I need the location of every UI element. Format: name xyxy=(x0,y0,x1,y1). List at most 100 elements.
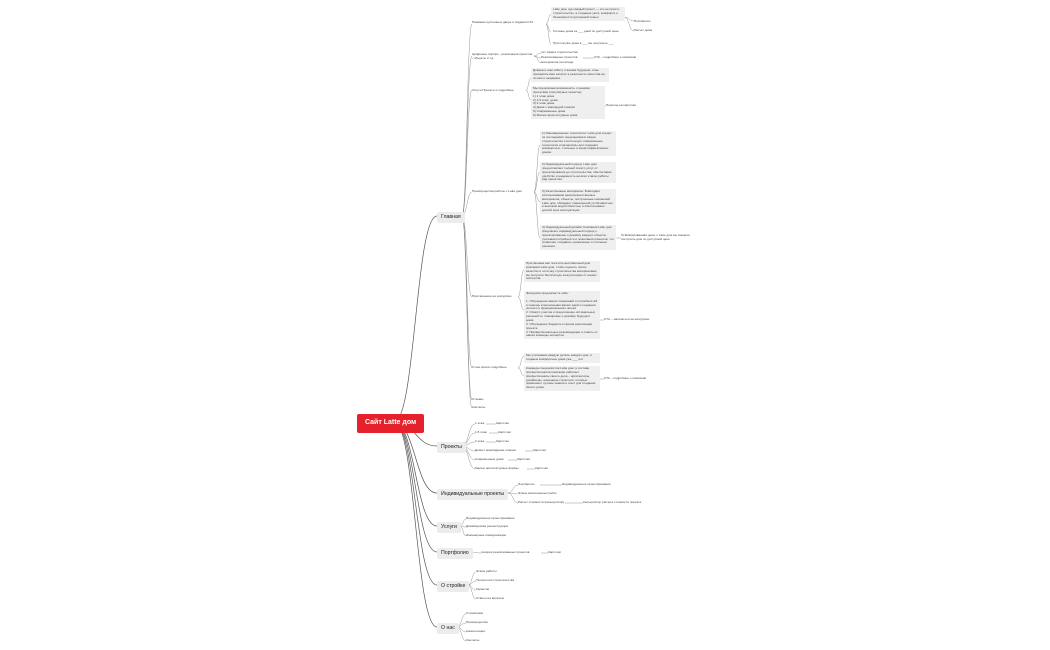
individual-sub[interactable]: Калькулятор расчета стоимости проекта xyxy=(583,500,642,504)
node-adv-2: 2) Индивидуальный подход: Latte дом пред… xyxy=(540,162,616,184)
portfolio-card[interactable]: Карточки xyxy=(548,550,561,554)
node-contacts-main[interactable]: Контакты xyxy=(472,405,486,409)
project-item[interactable]: Современные дома xyxy=(475,457,504,461)
project-item[interactable]: Дома с мансардным этажом xyxy=(475,448,516,452)
node-hero-cta: При покупке дома в ___ вы получаете ___ xyxy=(553,41,614,45)
connector-line xyxy=(507,492,519,495)
node-hero[interactable]: Название купленных дверь и подарки СТА xyxy=(472,20,534,24)
connector-line xyxy=(461,215,473,298)
project-item[interactable]: Малые архитектурные формы xyxy=(475,466,519,470)
project-card[interactable]: Карточки xyxy=(535,466,548,470)
node-digits-1: лет сфера строительства xyxy=(541,50,578,54)
node-invite[interactable]: Приглашение на экскурсию xyxy=(472,294,512,298)
individual-sub[interactable]: Индивидуальное проектирование xyxy=(562,482,611,486)
connector-line xyxy=(533,55,542,64)
branch-connector xyxy=(393,421,438,553)
branch-about-us[interactable]: О нас xyxy=(437,623,459,634)
connector-line xyxy=(507,492,519,504)
branch-projects[interactable]: Проекты xyxy=(437,442,466,453)
connector-line xyxy=(533,144,541,193)
node-services-text2: Мы предлагаем возможность с нашими проек… xyxy=(531,86,605,119)
project-item[interactable]: 1 этаж xyxy=(475,421,485,425)
branch-connector xyxy=(393,421,438,527)
node-services-main[interactable]: Услуги Проекты и подробнее xyxy=(472,88,514,92)
connector-line xyxy=(517,296,525,311)
node-adv-3: 3) Качественные материалы: Благодаря исп… xyxy=(540,189,616,215)
branch-construction[interactable]: О стройке xyxy=(437,581,470,592)
connector-line xyxy=(517,367,525,377)
connector-line xyxy=(461,89,473,217)
node-invite-text2: Экскурсия предлагает в себе: 1. Обсужден… xyxy=(524,291,600,340)
node-adv-5: 5) Фиксированная цена: с Latte дом вы см… xyxy=(621,233,690,241)
branch-portfolio[interactable]: Портфолио xyxy=(437,548,473,559)
branch-main[interactable]: Главная xyxy=(437,212,465,223)
node-advantages[interactable]: Преимущества работы с Latte дом xyxy=(472,189,522,193)
connector-line xyxy=(507,484,519,494)
node-about-text2: Команда специалистов Latte дом: в состав… xyxy=(524,366,600,392)
aboutus-item[interactable]: Компетенции xyxy=(466,629,485,633)
connector-line xyxy=(533,52,542,57)
project-card[interactable]: Карточки xyxy=(533,448,546,452)
connector-line xyxy=(533,171,541,193)
project-card[interactable]: Карточки xyxy=(498,430,511,434)
aboutus-item[interactable]: О компании xyxy=(466,611,484,615)
service-item[interactable]: Инженерные коммуникации xyxy=(466,533,507,537)
service-item[interactable]: Индивидуальное проектирование xyxy=(466,516,515,520)
connector-line xyxy=(517,269,525,298)
node-digits-3: материалов на складе xyxy=(541,60,574,64)
branch-connector xyxy=(393,421,438,586)
connector-line xyxy=(517,355,525,369)
connector-line xyxy=(461,215,473,409)
node-reviews[interactable]: Отзывы xyxy=(472,397,484,401)
node-hero-calc[interactable]: Расчет дома xyxy=(634,28,653,32)
root-node[interactable]: Сайт Latte дом xyxy=(357,414,425,433)
node-digits-2: Реализованных проектов xyxy=(541,55,578,59)
individual-item[interactable]: Портфолио xyxy=(518,482,535,486)
node-hero-portfolio[interactable]: Портфолио xyxy=(634,19,651,23)
individual-item[interactable]: Этапы выполненных работ xyxy=(518,491,557,495)
connector-line xyxy=(623,16,635,22)
project-card[interactable]: Карточки xyxy=(496,439,509,443)
connector-line xyxy=(623,16,635,32)
node-invite-cta[interactable]: СТА – записаться на экскурсию xyxy=(604,317,650,321)
connector-line xyxy=(461,215,473,369)
individual-item[interactable]: Расчет стоимости (калькулятор) xyxy=(518,500,565,504)
node-about-text1: Мы учитываем каждую деталь каждого дня, … xyxy=(524,353,600,363)
service-item[interactable]: Дизайнерская реконструкция xyxy=(466,524,509,528)
connector-line xyxy=(525,77,532,91)
project-item[interactable]: 1,5 этаж xyxy=(475,430,487,434)
branch-connector xyxy=(393,215,438,423)
connector-line xyxy=(533,191,541,239)
connector-line xyxy=(467,584,477,600)
connector-line xyxy=(533,191,541,203)
connector-line xyxy=(545,13,552,25)
connector-line xyxy=(461,55,473,217)
construction-item[interactable]: Ответы на вопросы xyxy=(476,596,505,600)
node-hero-text2: Готовые дома за ___ дней по доступной це… xyxy=(553,29,619,33)
portfolio-item[interactable]: галерея реализованных проектов xyxy=(481,550,530,554)
aboutus-item[interactable]: Контакты xyxy=(466,638,480,642)
node-hero-text1: Latte дом, где каждый проект — это не пр… xyxy=(551,7,625,21)
node-adv-4: 4) Индивидуальный дизайн: Компания Latte… xyxy=(540,225,616,251)
node-about-cta[interactable]: СТА – подробнее о компании xyxy=(604,376,647,380)
node-about[interactable]: О нас кратко подробнее xyxy=(472,365,507,369)
node-services-cards[interactable]: Переход на карточки xyxy=(606,103,636,107)
node-digits[interactable]: Цифровое портфо - реализация проектов - … xyxy=(472,52,533,60)
branch-connector xyxy=(393,421,438,628)
connector-line xyxy=(545,23,552,45)
node-digits-cta[interactable]: СТА – подробнее о компании xyxy=(594,55,637,59)
node-services-text1: Доверьте нам заботу о вашем будущем, и м… xyxy=(531,68,609,82)
project-item[interactable]: 2 этаж xyxy=(475,439,485,443)
connector-line xyxy=(461,23,473,217)
branch-individual[interactable]: Индивидуальные проекты xyxy=(437,489,509,500)
connector-line xyxy=(525,89,532,101)
branch-services[interactable]: Услуги xyxy=(437,522,461,533)
aboutus-item[interactable]: Преимущества xyxy=(466,620,488,624)
construction-item[interactable]: Гарантии xyxy=(476,587,490,591)
construction-item[interactable]: Этапы работы xyxy=(476,569,497,573)
construction-item[interactable]: Технология строительства xyxy=(476,578,515,582)
node-adv-1: 1) Инновационные технологии: Latte дом с… xyxy=(540,131,616,157)
node-invite-text1: Приглашаем вас посетить выставочный дом … xyxy=(524,261,600,283)
project-card[interactable]: Карточки xyxy=(496,421,509,425)
project-card[interactable]: Карточки xyxy=(517,457,530,461)
